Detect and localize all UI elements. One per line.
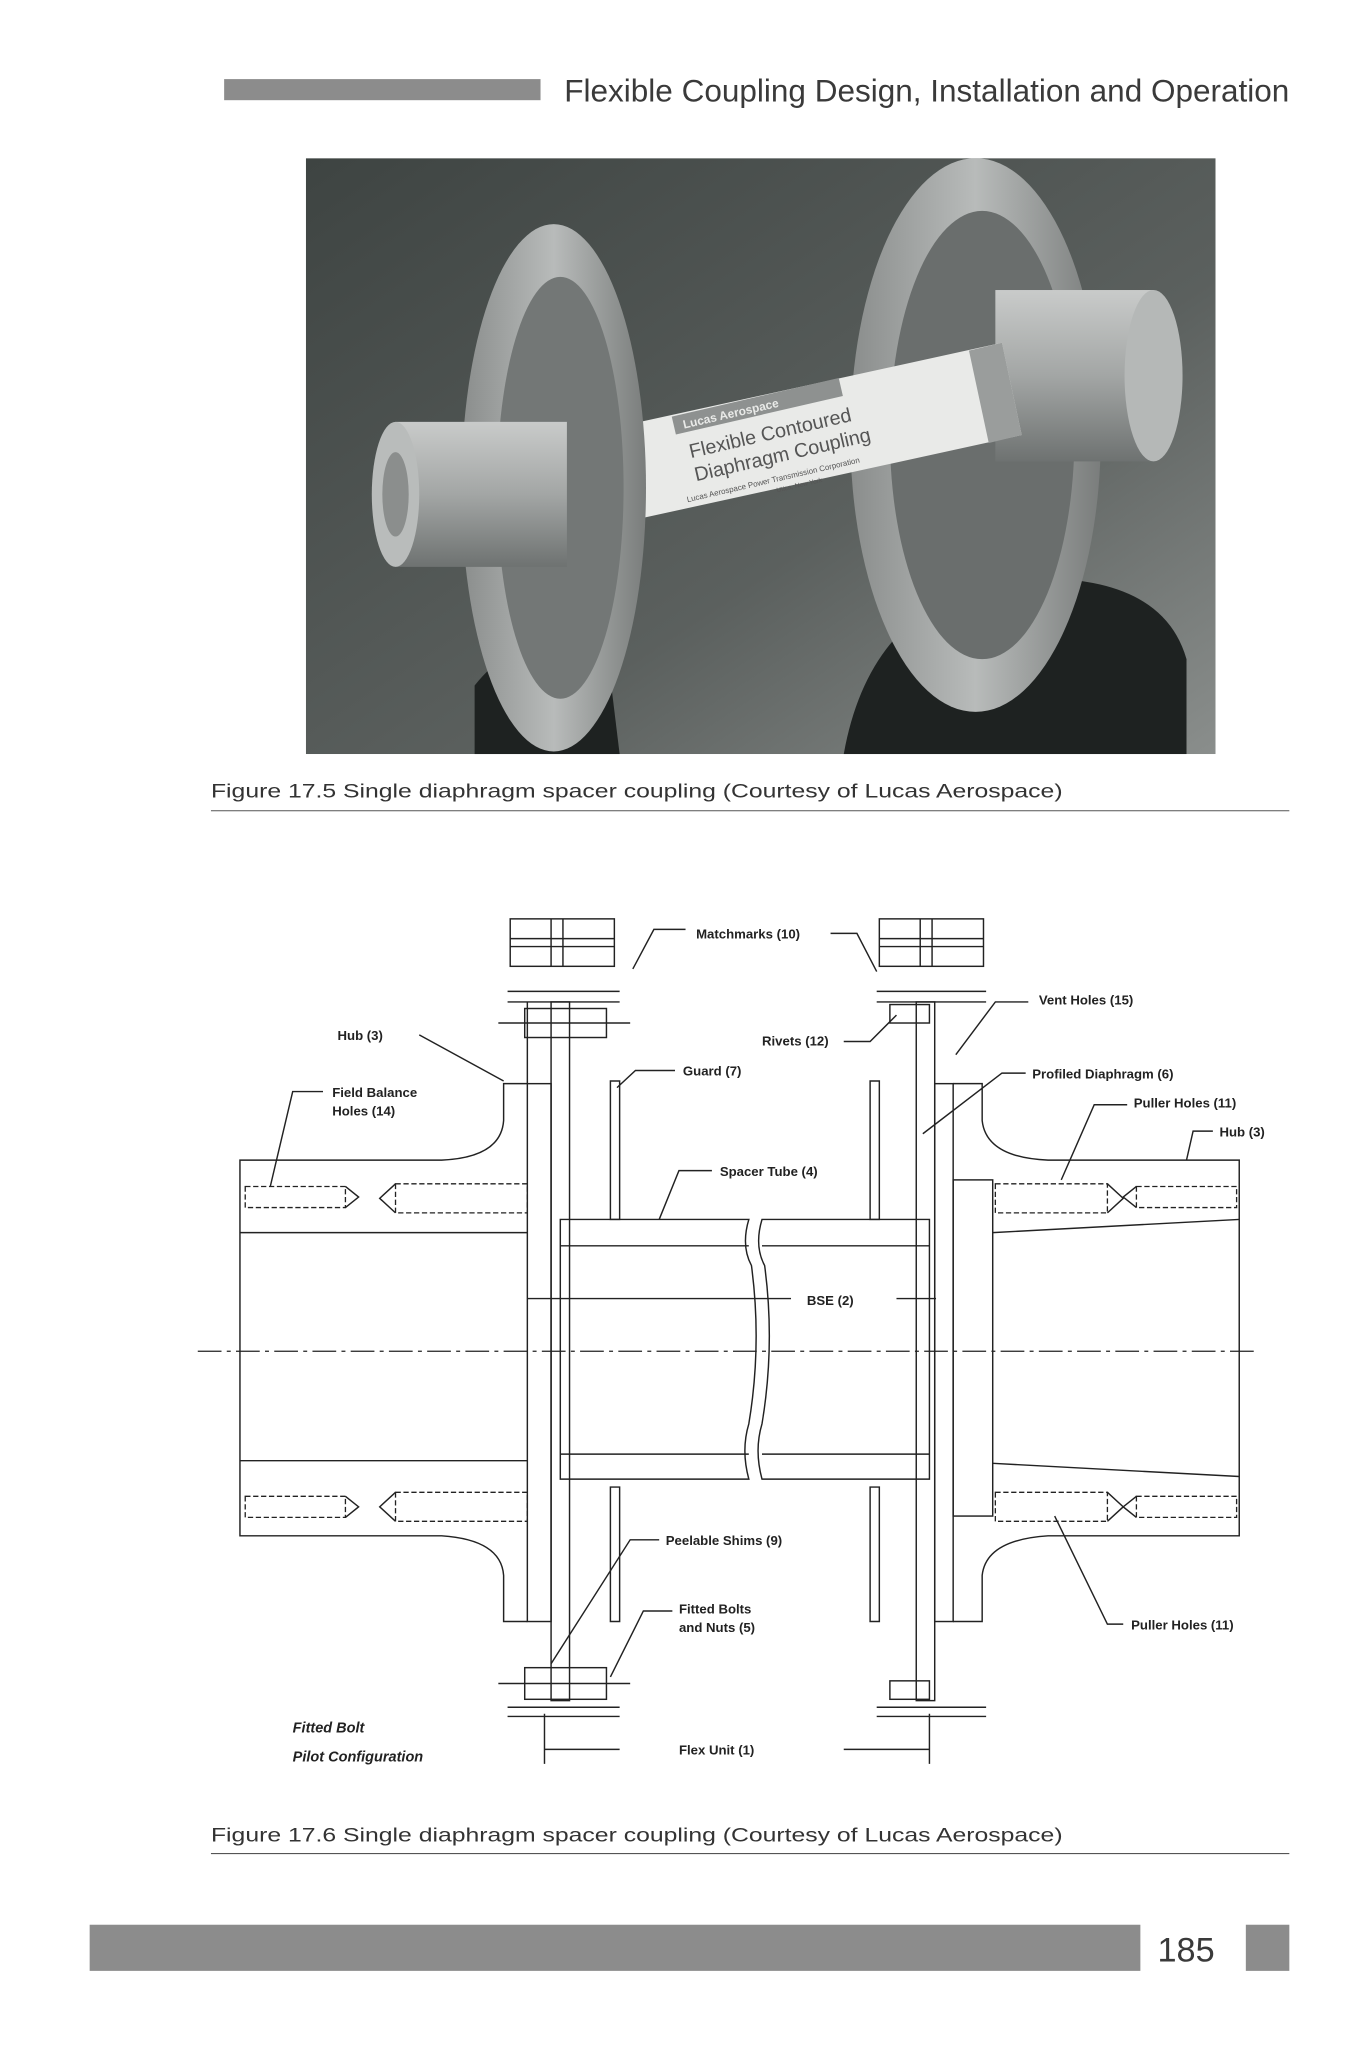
label-fitted-bolts-2: and Nuts (5) — [679, 1620, 755, 1635]
label-profiled-diaphragm: Profiled Diaphragm (6) — [1032, 1066, 1173, 1081]
label-rivets: Rivets (12) — [762, 1033, 829, 1048]
figure-17-6-caption: Figure 17.6 Single diaphragm spacer coup… — [211, 1825, 1063, 1847]
label-hub-left: Hub (3) — [338, 1028, 383, 1043]
label-guard: Guard (7) — [683, 1064, 742, 1079]
label-pilot-2: Pilot Configuration — [293, 1749, 424, 1765]
header-bar — [224, 79, 541, 101]
label-field-balance-2: Holes (14) — [332, 1103, 395, 1118]
label-matchmarks: Matchmarks (10) — [696, 927, 800, 942]
label-pilot-1: Fitted Bolt — [293, 1720, 366, 1736]
footer-bar-end — [1245, 1924, 1290, 1971]
coupling-cross-section-diagram: Matchmarks (10) Vent Holes (15) Hub (3) … — [197, 918, 1265, 1765]
label-vent-holes: Vent Holes (15) — [1039, 993, 1133, 1008]
page-number: 185 — [1158, 1932, 1215, 1970]
label-fitted-bolts-1: Fitted Bolts — [679, 1602, 751, 1617]
footer-bar — [89, 1924, 1141, 1971]
label-peelable-shims: Peelable Shims (9) — [666, 1533, 782, 1548]
coupling-photo: Lucas Aerospace Flexible Contoured Diaph… — [305, 158, 1216, 755]
label-hub-right: Hub (3) — [1219, 1124, 1264, 1139]
running-header-title: Flexible Coupling Design, Installation a… — [564, 73, 1289, 109]
label-flex-unit: Flex Unit (1) — [679, 1743, 754, 1758]
label-field-balance-1: Field Balance — [332, 1085, 417, 1100]
label-spacer-tube: Spacer Tube (4) — [720, 1164, 818, 1179]
label-puller-holes-bottom: Puller Holes (11) — [1131, 1617, 1234, 1632]
figure-17-5-caption: Figure 17.5 Single diaphragm spacer coup… — [211, 781, 1063, 803]
label-bse: BSE (2) — [807, 1293, 854, 1308]
label-puller-holes-top: Puller Holes (11) — [1134, 1095, 1237, 1110]
